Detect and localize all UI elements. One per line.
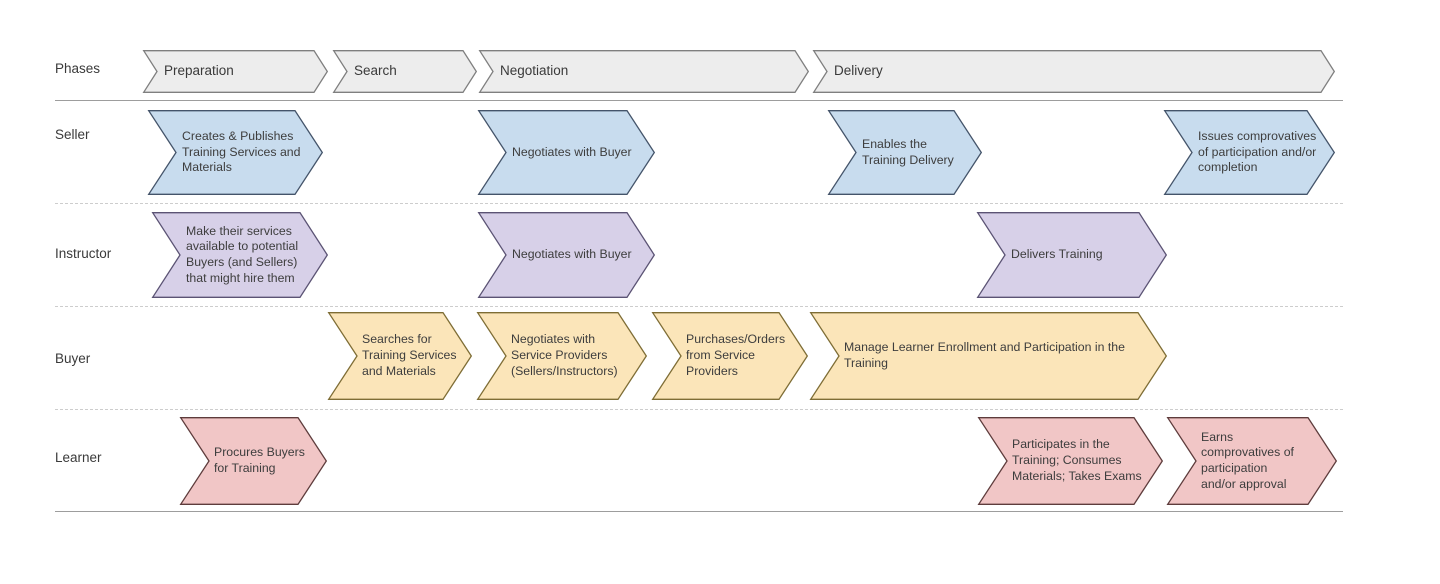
phase-chevron-preparation: Preparation	[142, 50, 329, 93]
task-label: Negotiates with Service Providers (Selle…	[511, 332, 618, 378]
row-label-instructor: Instructor	[55, 246, 112, 261]
phase-chevron-delivery: Delivery	[812, 50, 1336, 93]
task-label: Negotiates with Buyer	[512, 247, 632, 262]
task-label: Earns comprovatives of participation and…	[1201, 429, 1294, 491]
row-label-seller: Seller	[55, 127, 90, 142]
phase-chevron-negotiation: Negotiation	[478, 50, 810, 93]
task-label: Purchases/Orders from Service Providers	[686, 332, 786, 378]
divider-phases-solid	[55, 100, 1343, 101]
task-chevron-seller-negotiates: Negotiates with Buyer	[477, 110, 656, 195]
task-chevron-instructor-delivers-training: Delivers Training	[976, 212, 1168, 298]
phase-label: Search	[354, 63, 397, 79]
divider-seller-instructor	[55, 203, 1343, 204]
task-chevron-buyer-purchases: Purchases/Orders from Service Providers	[651, 312, 809, 400]
divider-instructor-buyer	[55, 306, 1343, 307]
row-label-phases: Phases	[55, 61, 101, 76]
task-chevron-learner-procures-buyers: Procures Buyers for Training	[179, 417, 328, 505]
phase-label: Negotiation	[500, 63, 569, 79]
task-chevron-buyer-manage-enrollment: Manage Learner Enrollment and Participat…	[809, 312, 1168, 400]
task-label: Creates & Publishes Training Services an…	[182, 128, 301, 175]
task-label: Delivers Training	[1011, 247, 1103, 262]
task-chevron-learner-participates: Participates in the Training; Consumes M…	[977, 417, 1164, 505]
divider-buyer-learner	[55, 409, 1343, 410]
task-label: Enables the Training Delivery	[862, 136, 954, 167]
task-label: Negotiates with Buyer	[512, 144, 632, 159]
task-chevron-learner-earns-comprovatives: Earns comprovatives of participation and…	[1166, 417, 1338, 505]
phase-chevron-search: Search	[332, 50, 478, 93]
row-label-learner: Learner	[55, 450, 102, 465]
phase-label: Delivery	[834, 63, 883, 79]
task-label: Searches for Training Services and Mater…	[362, 332, 457, 378]
phase-label: Preparation	[164, 63, 234, 79]
task-chevron-buyer-negotiates: Negotiates with Service Providers (Selle…	[476, 312, 648, 400]
row-label-buyer: Buyer	[55, 351, 91, 366]
divider-bottom-solid	[55, 511, 1343, 512]
task-label: Make their services available to potenti…	[186, 223, 299, 285]
task-label: Manage Learner Enrollment and Participat…	[844, 340, 1125, 370]
task-chevron-seller-creates-publishes: Creates & Publishes Training Services an…	[147, 110, 324, 195]
task-chevron-instructor-make-available: Make their services available to potenti…	[151, 212, 329, 298]
task-chevron-seller-enables-delivery: Enables the Training Delivery	[827, 110, 983, 195]
task-chevron-buyer-searches: Searches for Training Services and Mater…	[327, 312, 473, 400]
task-chevron-seller-issues-comprovatives: Issues comprovatives of participation an…	[1163, 110, 1336, 195]
task-chevron-instructor-negotiates: Negotiates with Buyer	[477, 212, 656, 298]
task-label: Issues comprovatives of participation an…	[1198, 128, 1317, 175]
task-label: Procures Buyers for Training	[214, 445, 305, 475]
task-label: Participates in the Training; Consumes M…	[1012, 437, 1142, 483]
